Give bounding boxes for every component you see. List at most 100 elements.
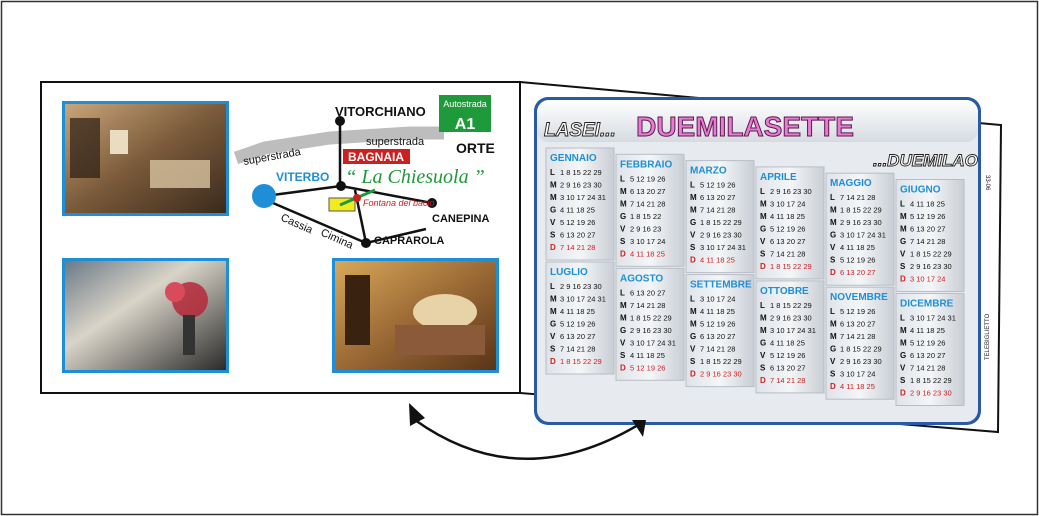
day-letter: D xyxy=(760,262,766,271)
day-letter: L xyxy=(760,301,765,310)
day-numbers: 4 11 18 25 xyxy=(560,206,595,215)
day-letter: L xyxy=(620,174,625,183)
day-letter: M xyxy=(690,193,697,202)
superstrada-road xyxy=(233,126,444,165)
day-letter: L xyxy=(830,193,835,202)
day-numbers: 5 12 19 26 xyxy=(700,181,735,190)
city-vitorchiano: VITORCHIANO xyxy=(335,104,426,119)
day-letter: M xyxy=(690,307,697,316)
day-numbers: 5 12 19 26 xyxy=(560,218,595,227)
day-numbers: 6 13 20 27 xyxy=(910,351,945,360)
day-numbers: 5 12 19 26 xyxy=(770,224,805,233)
day-numbers: 2 9 16 23 30 xyxy=(630,326,672,335)
day-numbers: 4 11 18 25 xyxy=(630,351,665,360)
side-code: 33-06 xyxy=(984,175,990,191)
day-numbers: 1 8 15 22 xyxy=(630,212,661,221)
day-numbers: 7 14 21 28 xyxy=(630,199,665,208)
day-letter: M xyxy=(760,199,767,208)
day-numbers: 4 11 18 25 xyxy=(840,382,875,391)
city-viterbo: VITERBO xyxy=(276,170,329,184)
day-numbers: 3 10 17 24 31 xyxy=(910,314,956,323)
day-numbers: 7 14 21 28 xyxy=(630,301,665,310)
day-letter: L xyxy=(550,168,555,177)
day-letter: S xyxy=(620,237,626,246)
month-box-bg xyxy=(755,280,825,394)
day-letter: L xyxy=(690,295,695,304)
day-letter: D xyxy=(900,275,906,284)
day-numbers: 2 9 16 23 30 xyxy=(700,231,742,240)
day-letter: G xyxy=(690,332,696,341)
day-letter: M xyxy=(760,326,767,335)
restaurant-name: “ La Chiesuola ” xyxy=(345,166,484,188)
day-letter: V xyxy=(620,338,626,347)
day-numbers: 4 11 18 25 xyxy=(630,249,665,258)
day-letter: G xyxy=(550,320,556,329)
day-letter: S xyxy=(830,370,836,379)
day-letter: M xyxy=(830,206,837,215)
day-numbers: 1 8 15 22 29 xyxy=(770,262,812,271)
month-name: GENNAIO xyxy=(550,153,597,164)
day-letter: L xyxy=(620,288,625,297)
fontana-label: Fontana del bacio xyxy=(363,198,435,208)
month-box-bg xyxy=(825,172,895,286)
day-numbers: 7 14 21 28 xyxy=(840,332,875,341)
month-name: MAGGIO xyxy=(830,178,872,189)
day-numbers: 5 12 19 26 xyxy=(630,174,665,183)
header-title: DUEMILASETTE xyxy=(636,111,854,142)
month-box-bg xyxy=(895,293,965,406)
day-letter: M xyxy=(550,307,557,316)
day-letter: G xyxy=(900,351,906,360)
canepina-dot xyxy=(427,198,437,208)
calendar-panel: LASEI... DUEMILASETTE ...DUEMILAO GENNAI… xyxy=(534,97,981,425)
day-numbers: 4 11 18 25 xyxy=(700,307,735,316)
city-canepina: CANEPINA xyxy=(432,213,490,225)
photo-room-flowers xyxy=(62,258,229,373)
day-letter: L xyxy=(900,200,905,209)
day-letter: M xyxy=(620,301,627,310)
day-letter: S xyxy=(550,345,556,354)
day-numbers: 6 13 20 27 xyxy=(770,363,805,372)
month-box-bg xyxy=(755,166,825,280)
month-name: LUGLIO xyxy=(550,267,588,278)
day-letter: M xyxy=(620,199,627,208)
day-numbers: 1 8 15 22 29 xyxy=(700,218,742,227)
day-numbers: 3 10 17 24 xyxy=(910,275,945,284)
day-letter: M xyxy=(830,332,837,341)
day-numbers: 5 12 19 26 xyxy=(770,351,805,360)
day-numbers: 3 10 17 24 xyxy=(770,199,805,208)
day-numbers: 6 13 20 27 xyxy=(700,193,735,202)
day-letter: L xyxy=(830,307,835,316)
day-numbers: 7 14 21 28 xyxy=(770,376,805,385)
day-numbers: 3 10 17 24 xyxy=(700,295,735,304)
month-name: NOVEMBRE xyxy=(830,292,888,303)
double-arrow xyxy=(409,403,646,460)
day-numbers: 5 12 19 26 xyxy=(840,256,875,265)
caprarola-dot xyxy=(361,238,371,248)
day-letter: G xyxy=(760,338,766,347)
day-letter: D xyxy=(550,243,556,252)
photo-living-room xyxy=(62,101,229,216)
day-letter: G xyxy=(620,212,626,221)
day-numbers: 1 8 15 22 29 xyxy=(910,376,952,385)
autostrada-code: A1 xyxy=(455,116,476,133)
day-numbers: 2 9 16 23 30 xyxy=(910,262,952,271)
day-numbers: 6 13 20 27 xyxy=(840,268,875,277)
day-letter: M xyxy=(900,339,907,348)
day-letter: M xyxy=(830,320,837,329)
day-letter: D xyxy=(550,357,556,366)
month-name: MARZO xyxy=(690,166,727,177)
day-numbers: 1 8 15 22 29 xyxy=(840,345,882,354)
bagnaia-label: BAGNAIA xyxy=(348,150,404,164)
day-letter: M xyxy=(900,212,907,221)
day-letter: D xyxy=(620,249,626,258)
day-numbers: 4 11 18 25 xyxy=(910,326,945,335)
